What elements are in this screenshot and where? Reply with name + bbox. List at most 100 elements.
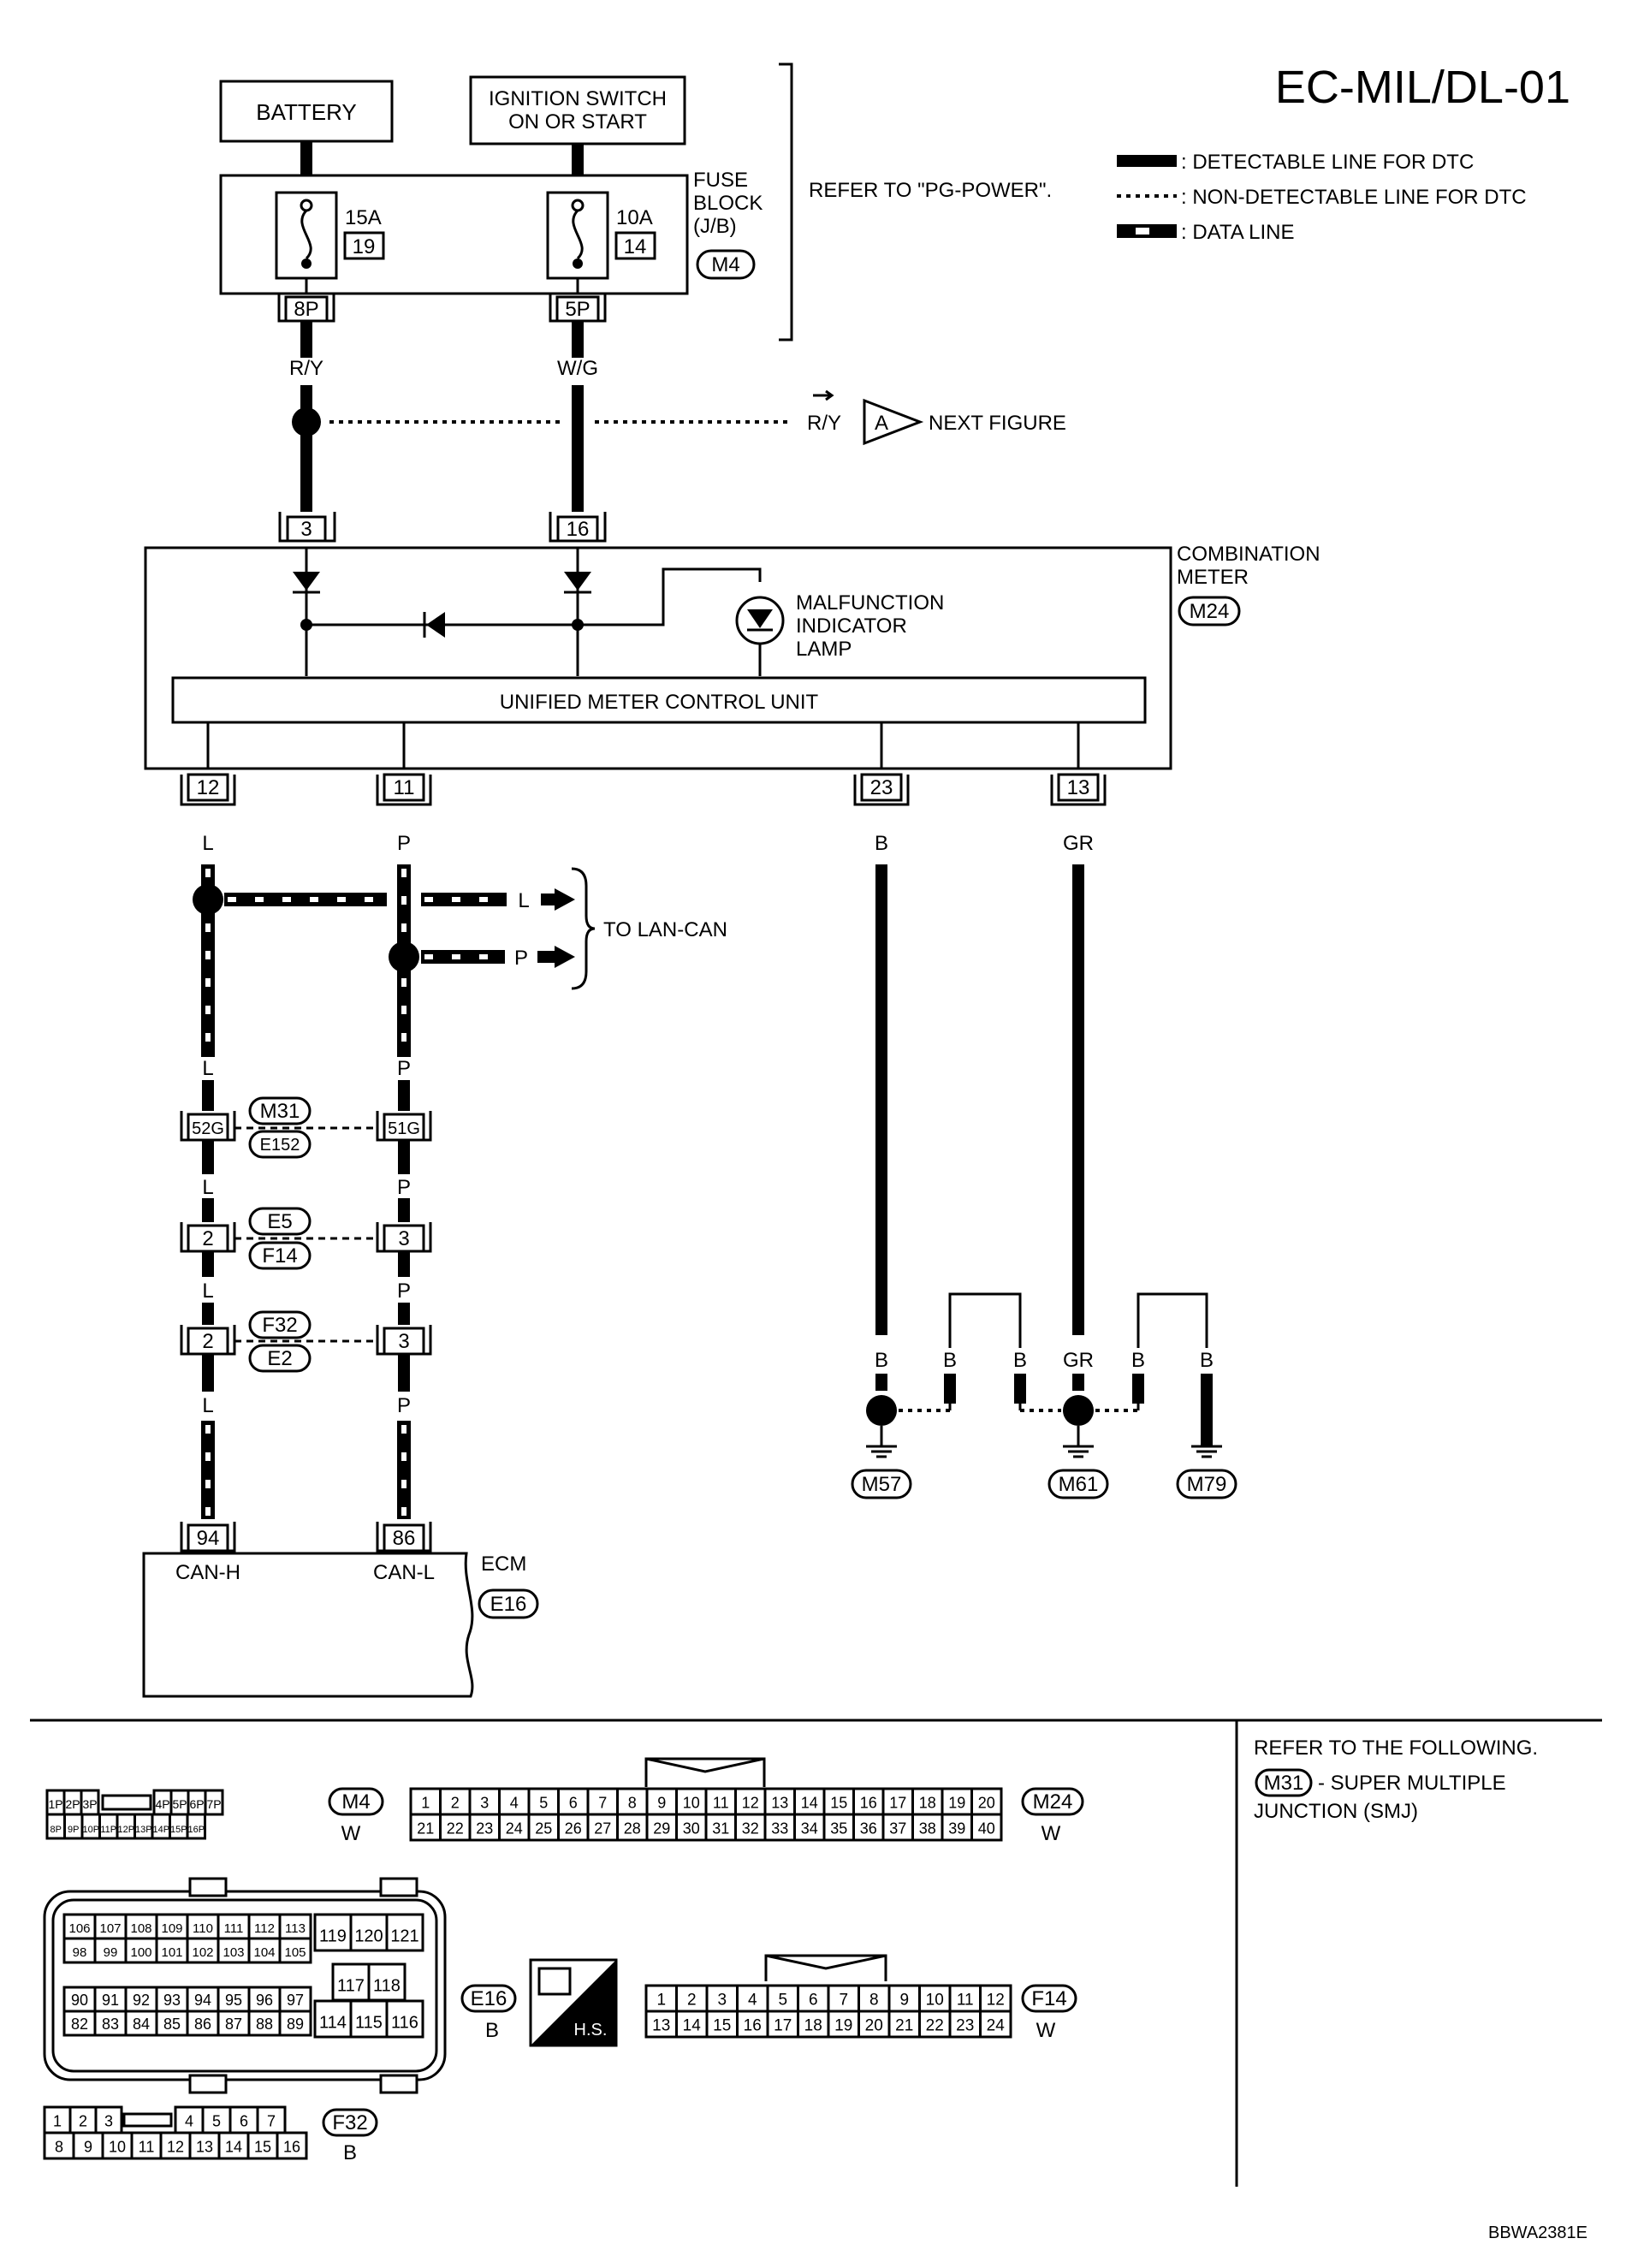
m24-pin-35: 35 <box>830 1820 847 1838</box>
m24-pin-4: 4 <box>510 1795 519 1812</box>
m24-pin-11: 11 <box>713 1795 729 1812</box>
e16-pin-98: 98 <box>73 1945 87 1960</box>
f32-pin-6: 6 <box>240 2113 248 2130</box>
wire-label-l-4: L <box>202 1394 213 1417</box>
joint3-pin-p: 3 <box>398 1330 409 1353</box>
m4-pin-16P: 16P <box>187 1825 205 1835</box>
pin-cell <box>130 2131 163 2160</box>
pin-cell <box>385 1999 424 2039</box>
ecm: 94 86 CAN-H CAN-L ECM E16 <box>142 1522 539 1698</box>
m24-pin-7: 7 <box>598 1795 607 1812</box>
m24-pin-25: 25 <box>535 1820 552 1838</box>
joint2-pin-l: 2 <box>202 1227 213 1250</box>
m4-pin-5P: 5P <box>172 1797 187 1811</box>
pin-cell <box>948 2010 982 2039</box>
e16-pin-82: 82 <box>71 2016 88 2033</box>
wire-label-l-top: L <box>202 832 213 855</box>
ground-m61: M61 <box>1059 1473 1099 1496</box>
pin-cell <box>217 2010 251 2037</box>
e16-pin-85: 85 <box>163 2016 181 2033</box>
joint3-conn-b: E2 <box>267 1347 292 1370</box>
ground-wire-b-1: B <box>875 1349 888 1372</box>
m24-pin-10: 10 <box>683 1795 700 1812</box>
refer-following-2: - SUPER MULTIPLE <box>1318 1772 1506 1795</box>
connector-m24-name: M24 <box>1033 1790 1073 1814</box>
f14-pin-22: 22 <box>926 2017 944 2035</box>
f32-pin-16: 16 <box>283 2139 300 2156</box>
ground-circuits: M57 M61 M79 <box>851 864 1237 1499</box>
mil-label-2: INDICATOR <box>796 614 907 638</box>
ecm-pin-86: 86 <box>393 1527 416 1550</box>
m24-pin-22: 22 <box>447 1820 464 1838</box>
refer-following-conn: M31 <box>1264 1772 1304 1795</box>
f14-pin-8: 8 <box>869 1992 879 2010</box>
e16-pin-115: 115 <box>355 2014 383 2033</box>
can-l-label: CAN-L <box>373 1561 435 1584</box>
m24-pin-39: 39 <box>948 1820 965 1838</box>
ignition-label-2: ON OR START <box>508 110 647 134</box>
e16-pin-90: 90 <box>71 1992 88 2009</box>
f14-pin-16: 16 <box>744 2017 762 2035</box>
ecm-label: ECM <box>481 1553 526 1576</box>
e16-pin-91: 91 <box>102 1992 119 2009</box>
joint2-conn-b: F14 <box>262 1244 297 1268</box>
refer-pg-power: REFER TO "PG-POWER". <box>809 179 1052 202</box>
pin-cell <box>155 1937 189 1964</box>
pin-cell <box>62 2010 97 2037</box>
pin-cell <box>734 1787 767 1816</box>
pin-cell <box>278 1937 312 1964</box>
m24-pin-40: 40 <box>978 1820 995 1838</box>
pin-cell <box>766 2010 799 2039</box>
pin-cell <box>527 1787 560 1816</box>
e16-pin-121: 121 <box>390 1927 418 1946</box>
fuse-19-amp: 15A <box>345 206 382 229</box>
meter-pin-12: 12 <box>197 776 220 799</box>
fuse-14-amp: 10A <box>616 206 653 229</box>
pin-cell <box>276 2131 308 2160</box>
e16-pin-113: 113 <box>285 1921 306 1936</box>
f14-pin-10: 10 <box>926 1992 944 2010</box>
pin-cell <box>62 1986 97 2013</box>
f32-pin-1: 1 <box>53 2113 62 2130</box>
m24-pin-21: 21 <box>417 1820 434 1838</box>
e16-pin-101: 101 <box>161 1945 182 1960</box>
pin-cell <box>217 1913 251 1940</box>
m24-pin-2: 2 <box>451 1795 460 1812</box>
pin-cell <box>439 1813 472 1842</box>
pin-8p: 8P <box>294 298 318 321</box>
pin-cell <box>94 2105 123 2134</box>
wire-label-l-2: L <box>202 1176 213 1199</box>
lan-wire-l: L <box>518 889 529 912</box>
f14-pin-6: 6 <box>809 1992 818 2010</box>
e16-pin-106: 106 <box>68 1921 90 1936</box>
m4-pin-9P: 9P <box>68 1825 79 1835</box>
m24-pin-20: 20 <box>978 1795 995 1812</box>
m24-pin-27: 27 <box>594 1820 611 1838</box>
harness-side-icon: H.S. <box>529 1958 618 2047</box>
connector-m4-name: M4 <box>341 1790 370 1814</box>
f32-pin-10: 10 <box>109 2139 126 2156</box>
connector-m24-color: W <box>1042 1822 1061 1845</box>
m4-pin-13P: 13P <box>135 1825 152 1835</box>
pin-cell <box>527 1813 560 1842</box>
pin-cell <box>278 2010 312 2037</box>
e16-pin-83: 83 <box>102 2016 119 2033</box>
fuse-block-label-3: (J/B) <box>693 215 737 238</box>
meter-pin-3: 3 <box>300 518 312 541</box>
m24-pin-26: 26 <box>565 1820 582 1838</box>
unified-meter-control-unit <box>171 676 1147 724</box>
joint2-pin-p: 3 <box>398 1227 409 1250</box>
pin-cell <box>557 1813 590 1842</box>
f14-pin-19: 19 <box>834 2017 852 2035</box>
hs-label: H.S. <box>574 2021 608 2039</box>
ground-m57: M57 <box>862 1473 902 1496</box>
pin-cell <box>675 2010 709 2039</box>
pin-cell <box>204 1789 224 1816</box>
e16-pin-116: 116 <box>391 2014 418 2033</box>
pin-cell <box>43 2105 72 2134</box>
m24-pin-30: 30 <box>683 1820 700 1838</box>
m24-pin-16: 16 <box>860 1795 877 1812</box>
f32-pin-13: 13 <box>196 2139 213 2156</box>
fuse-19-num: 19 <box>353 235 376 258</box>
f14-pin-23: 23 <box>956 2017 974 2035</box>
